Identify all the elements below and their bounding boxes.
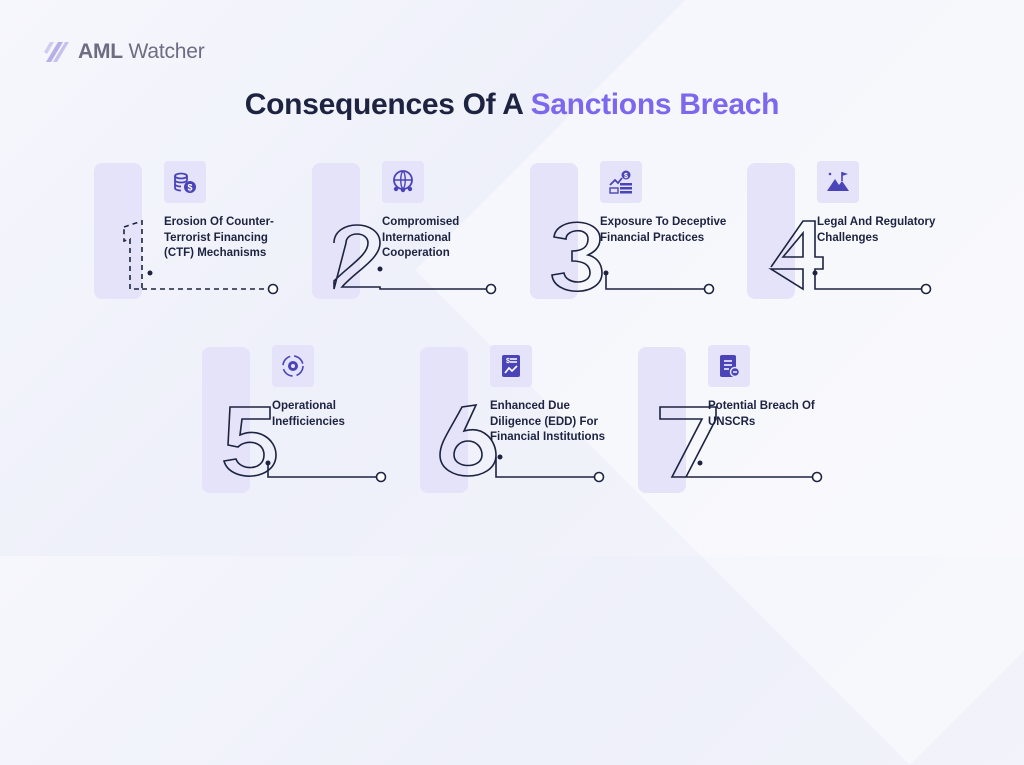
svg-text:$: $ [187,183,192,193]
number-seven-outline [659,406,823,483]
card-label: Operational Inefficiencies [272,400,345,428]
title-highlight: Sanctions Breach [530,88,780,121]
globe-people-icon [393,170,413,193]
card-icon-box [708,345,750,387]
document-list-icon [720,355,741,378]
card-panel [638,347,686,493]
card-label: Potential Breach Of UNSCRs [708,400,815,428]
card-icon-box [272,345,314,387]
card-icon-box [817,161,859,203]
number-four-outline [768,220,932,295]
aml-watcher-logo-icon [44,42,69,62]
card-icon-box: $ [490,345,532,387]
svg-text:$: $ [506,358,510,365]
card-label: Compromised International Cooperation [382,216,460,259]
money-growth-icon: $ [609,170,632,194]
document-chart-icon: $ [502,355,520,377]
number-one-outline [123,219,279,295]
coins-dollar-icon: $ [174,172,196,193]
number-three-outline [551,221,715,295]
title-prefix: Consequences Of A [244,88,531,121]
card-icon-box: $ [164,161,206,203]
card-panel [530,163,578,299]
number-five-outline [222,406,387,483]
card-label: Enhanced Due Diligence (EDD) For Financi… [490,400,606,443]
card-panel [747,163,795,299]
number-two-outline [333,224,497,295]
card-icon-box [382,161,424,203]
card-label: Exposure To Deceptive Financial Practice… [600,216,727,244]
logo-text: AML Watcher [78,40,205,63]
number-six-outline [439,404,605,483]
card-panel [94,163,142,299]
card-label: Legal And Regulatory Challenges [817,216,936,244]
card-label: Erosion Of Counter-Terrorist Financing (… [164,216,274,259]
aml-watcher-logo: AML Watcher [44,40,205,64]
card-icon-box: $ [600,161,642,203]
page-title: Consequences Of A Sanctions Breach [0,88,1024,122]
svg-text:$: $ [624,173,628,180]
gear-cycle-icon [282,355,304,377]
card-panel [420,347,468,493]
mountain-flag-icon [827,172,849,191]
